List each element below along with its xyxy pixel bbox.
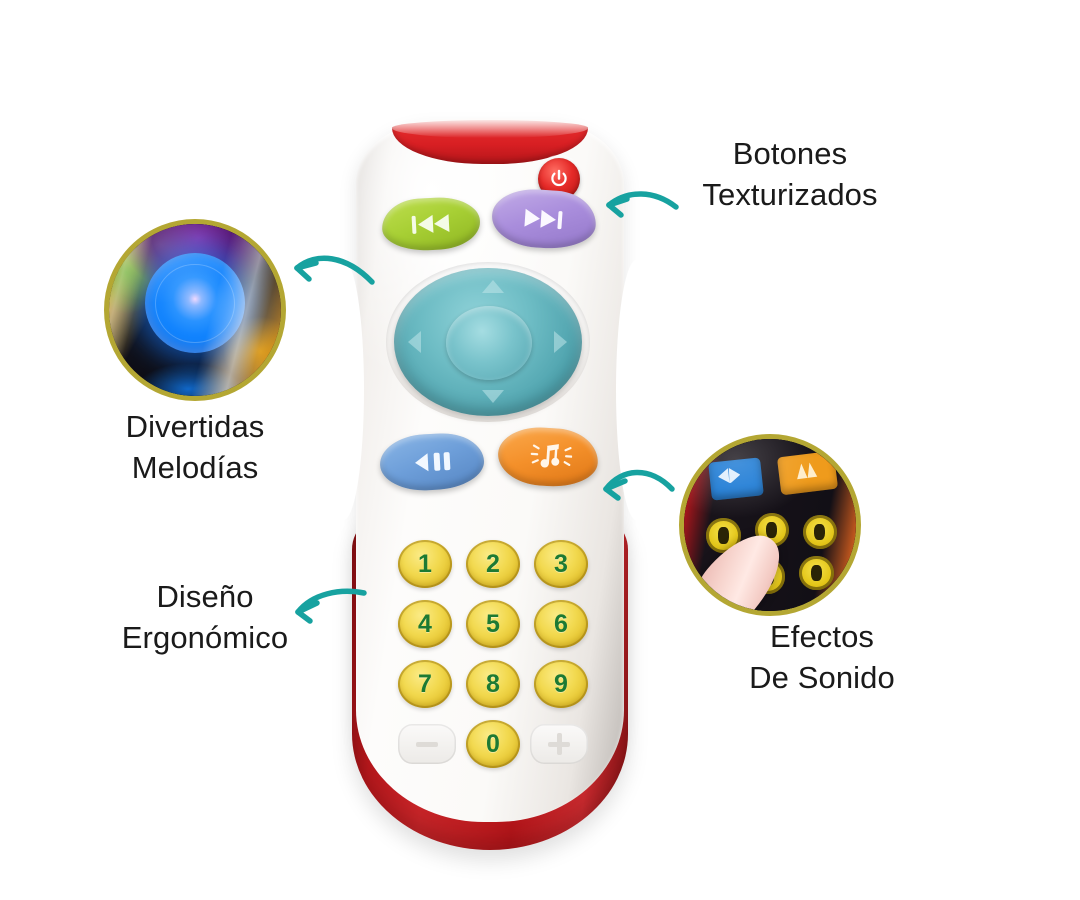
inset-sonido-orange-button <box>776 451 838 496</box>
feature-label-botones-texturizados: Botones Texturizados <box>702 136 878 213</box>
inset-sonido-keypad-key <box>802 514 838 550</box>
product-remote-control: 1 2 3 4 5 6 7 8 9 0 <box>330 110 650 850</box>
inset-sonido-art <box>684 439 856 611</box>
key-6[interactable]: 6 <box>534 600 588 648</box>
key-3[interactable]: 3 <box>534 540 588 588</box>
dpad-up-icon[interactable] <box>482 280 504 293</box>
remote-top-highlight <box>392 118 588 138</box>
remote-waist-right <box>616 260 650 520</box>
play-pause-button[interactable] <box>378 431 486 493</box>
music-note-icon <box>530 444 573 468</box>
rewind-button[interactable] <box>380 195 482 253</box>
feature-label-divertidas-melodias: Divertidas Melodías <box>125 409 265 486</box>
number-keypad: 1 2 3 4 5 6 7 8 9 0 <box>398 540 588 768</box>
key-8[interactable]: 8 <box>466 660 520 708</box>
inset-photo-efectos-de-sonido <box>679 434 861 616</box>
inset-melodias-highlight <box>109 224 281 396</box>
fast-forward-icon <box>524 208 563 230</box>
keypad-row: 7 8 9 <box>398 660 588 708</box>
keypad-row: 1 2 3 <box>398 540 588 588</box>
remote-waist-left <box>330 260 364 520</box>
inset-sonido-keypad-key <box>799 555 834 591</box>
plus-icon <box>548 733 570 755</box>
inset-melodias-art <box>109 224 281 396</box>
dpad-navigation[interactable] <box>394 268 582 416</box>
key-4[interactable]: 4 <box>398 600 452 648</box>
remote-body: 1 2 3 4 5 6 7 8 9 0 <box>330 110 650 850</box>
key-1[interactable]: 1 <box>398 540 452 588</box>
dpad-down-icon[interactable] <box>482 390 504 403</box>
play-pause-icon <box>415 452 451 472</box>
minus-icon <box>416 741 438 747</box>
key-2[interactable]: 2 <box>466 540 520 588</box>
inset-photo-divertidas-melodias <box>104 219 286 401</box>
fast-forward-button[interactable] <box>490 186 598 252</box>
keypad-row: 4 5 6 <box>398 600 588 648</box>
sound-effects-button[interactable] <box>496 424 600 490</box>
key-9[interactable]: 9 <box>534 660 588 708</box>
key-5[interactable]: 5 <box>466 600 520 648</box>
key-7[interactable]: 7 <box>398 660 452 708</box>
keypad-bottom-row: 0 <box>398 720 588 768</box>
dpad-left-icon[interactable] <box>408 331 421 353</box>
feature-label-diseno-ergonomico: Diseño Ergonómico <box>121 579 289 656</box>
rewind-icon <box>411 214 450 234</box>
power-icon <box>551 169 567 187</box>
dpad-right-icon[interactable] <box>554 331 567 353</box>
volume-down-button[interactable] <box>398 724 456 764</box>
feature-label-efectos-de-sonido: Efectos De Sonido <box>749 619 895 696</box>
volume-up-button[interactable] <box>530 724 588 764</box>
dpad-center-button[interactable] <box>446 306 532 380</box>
key-0[interactable]: 0 <box>466 720 520 768</box>
